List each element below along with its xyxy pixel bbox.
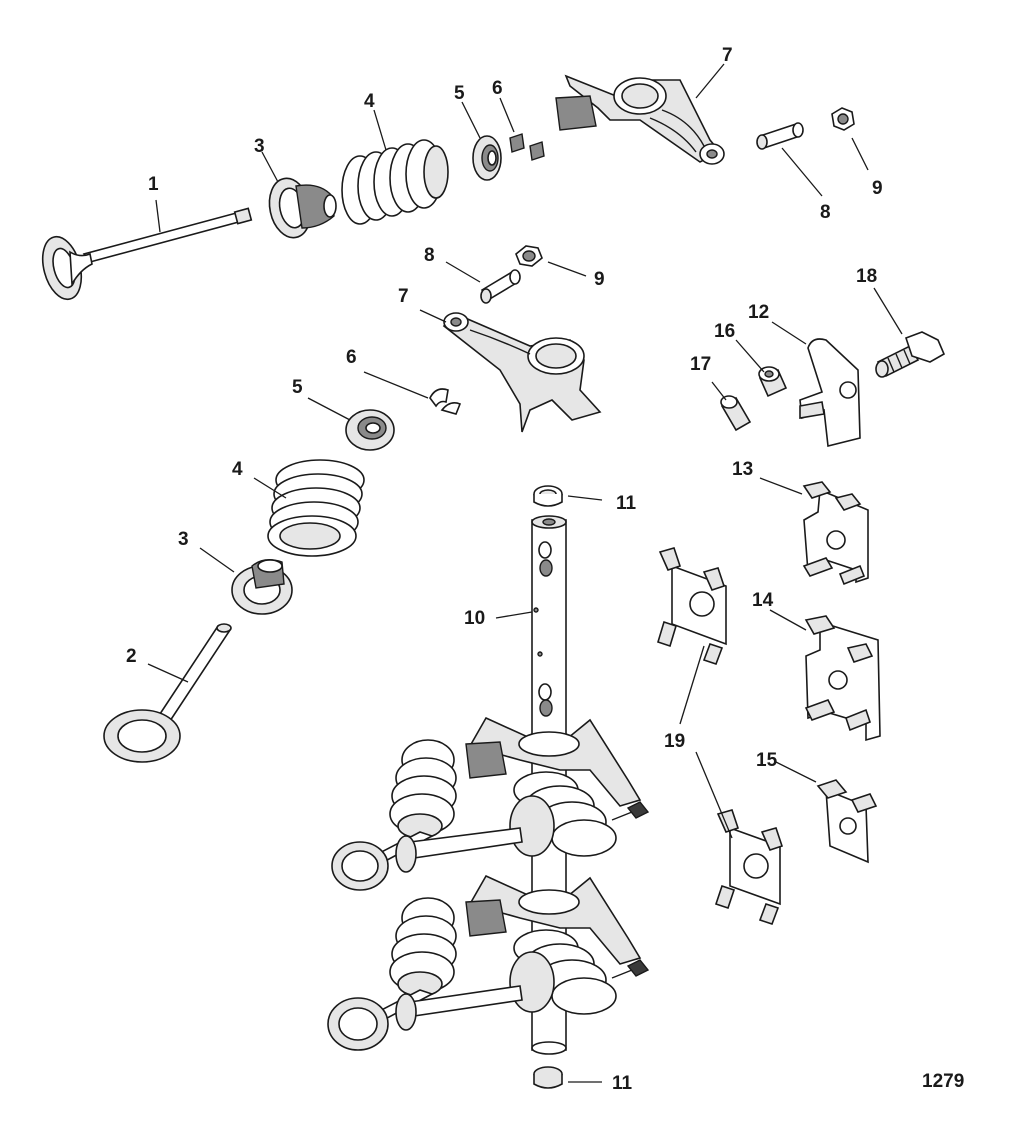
callout-4-upper: 4	[364, 91, 375, 112]
rocker-arm-7-lower	[442, 312, 602, 433]
figure-number: 1279	[922, 1071, 964, 1092]
callout-9-upper: 9	[872, 178, 883, 199]
callout-17: 17	[690, 354, 711, 375]
callout-13: 13	[732, 459, 753, 480]
valve-1	[41, 207, 253, 301]
adjuster-8-upper	[756, 122, 804, 150]
callout-19: 19	[664, 731, 685, 752]
plug-11-top	[533, 485, 563, 507]
callout-8-upper: 8	[820, 202, 831, 223]
callout-11-top: 11	[616, 493, 637, 514]
callout-9-lower: 9	[594, 269, 605, 290]
callout-6-lower: 6	[346, 347, 357, 368]
callout-6-upper: 6	[492, 78, 503, 99]
callout-5-lower: 5	[292, 377, 303, 398]
bracket-19-lower	[714, 809, 784, 926]
valve-seal-3-lower	[231, 559, 293, 615]
callout-2: 2	[126, 646, 137, 667]
callout-labels: 1 3 4 5 6 7 8 9 8 9 7 6 5 4 3 2 10 11 11…	[126, 45, 883, 1094]
bracket-12	[799, 338, 861, 447]
callout-10: 10	[464, 608, 485, 629]
callout-3-upper: 3	[254, 136, 265, 157]
valve-spring-4-upper	[341, 139, 449, 225]
pin-17	[720, 395, 752, 432]
rocker-shaft-assembly-10	[327, 515, 650, 1055]
adjuster-8-lower	[480, 269, 521, 304]
spring-retainer-5-lower	[345, 409, 395, 451]
callout-15: 15	[756, 750, 778, 771]
callout-18: 18	[856, 266, 877, 287]
callout-7-lower: 7	[398, 286, 409, 307]
callout-5-upper: 5	[454, 83, 465, 104]
nut-9-upper	[831, 107, 855, 131]
valve-2	[103, 623, 232, 763]
bolt-18	[875, 331, 946, 378]
callout-4-lower: 4	[232, 459, 243, 480]
callout-8-lower: 8	[424, 245, 435, 266]
spacer-16	[758, 366, 788, 398]
spring-retainer-5-upper	[472, 135, 502, 181]
bracket-15	[816, 779, 878, 864]
valve-spring-4-lower	[267, 459, 365, 557]
valve-seal-3-upper	[268, 177, 337, 239]
rocker-arm-7-upper	[555, 74, 725, 165]
callout-14: 14	[752, 590, 774, 611]
bracket-19-upper	[657, 547, 727, 666]
callout-7-upper: 7	[722, 45, 733, 66]
leader-lines	[147, 63, 903, 1083]
callout-12: 12	[748, 302, 769, 323]
bracket-14	[804, 615, 881, 742]
bracket-13	[802, 481, 869, 586]
valve-keeper-6-lower	[429, 388, 462, 415]
callout-1: 1	[148, 174, 159, 195]
nut-9-lower	[515, 245, 543, 267]
plug-11-bottom	[533, 1066, 563, 1089]
callout-3-lower: 3	[178, 529, 189, 550]
valve-keeper-6-upper	[509, 133, 545, 161]
callout-11-bottom: 11	[612, 1073, 633, 1094]
callout-16: 16	[714, 321, 735, 342]
